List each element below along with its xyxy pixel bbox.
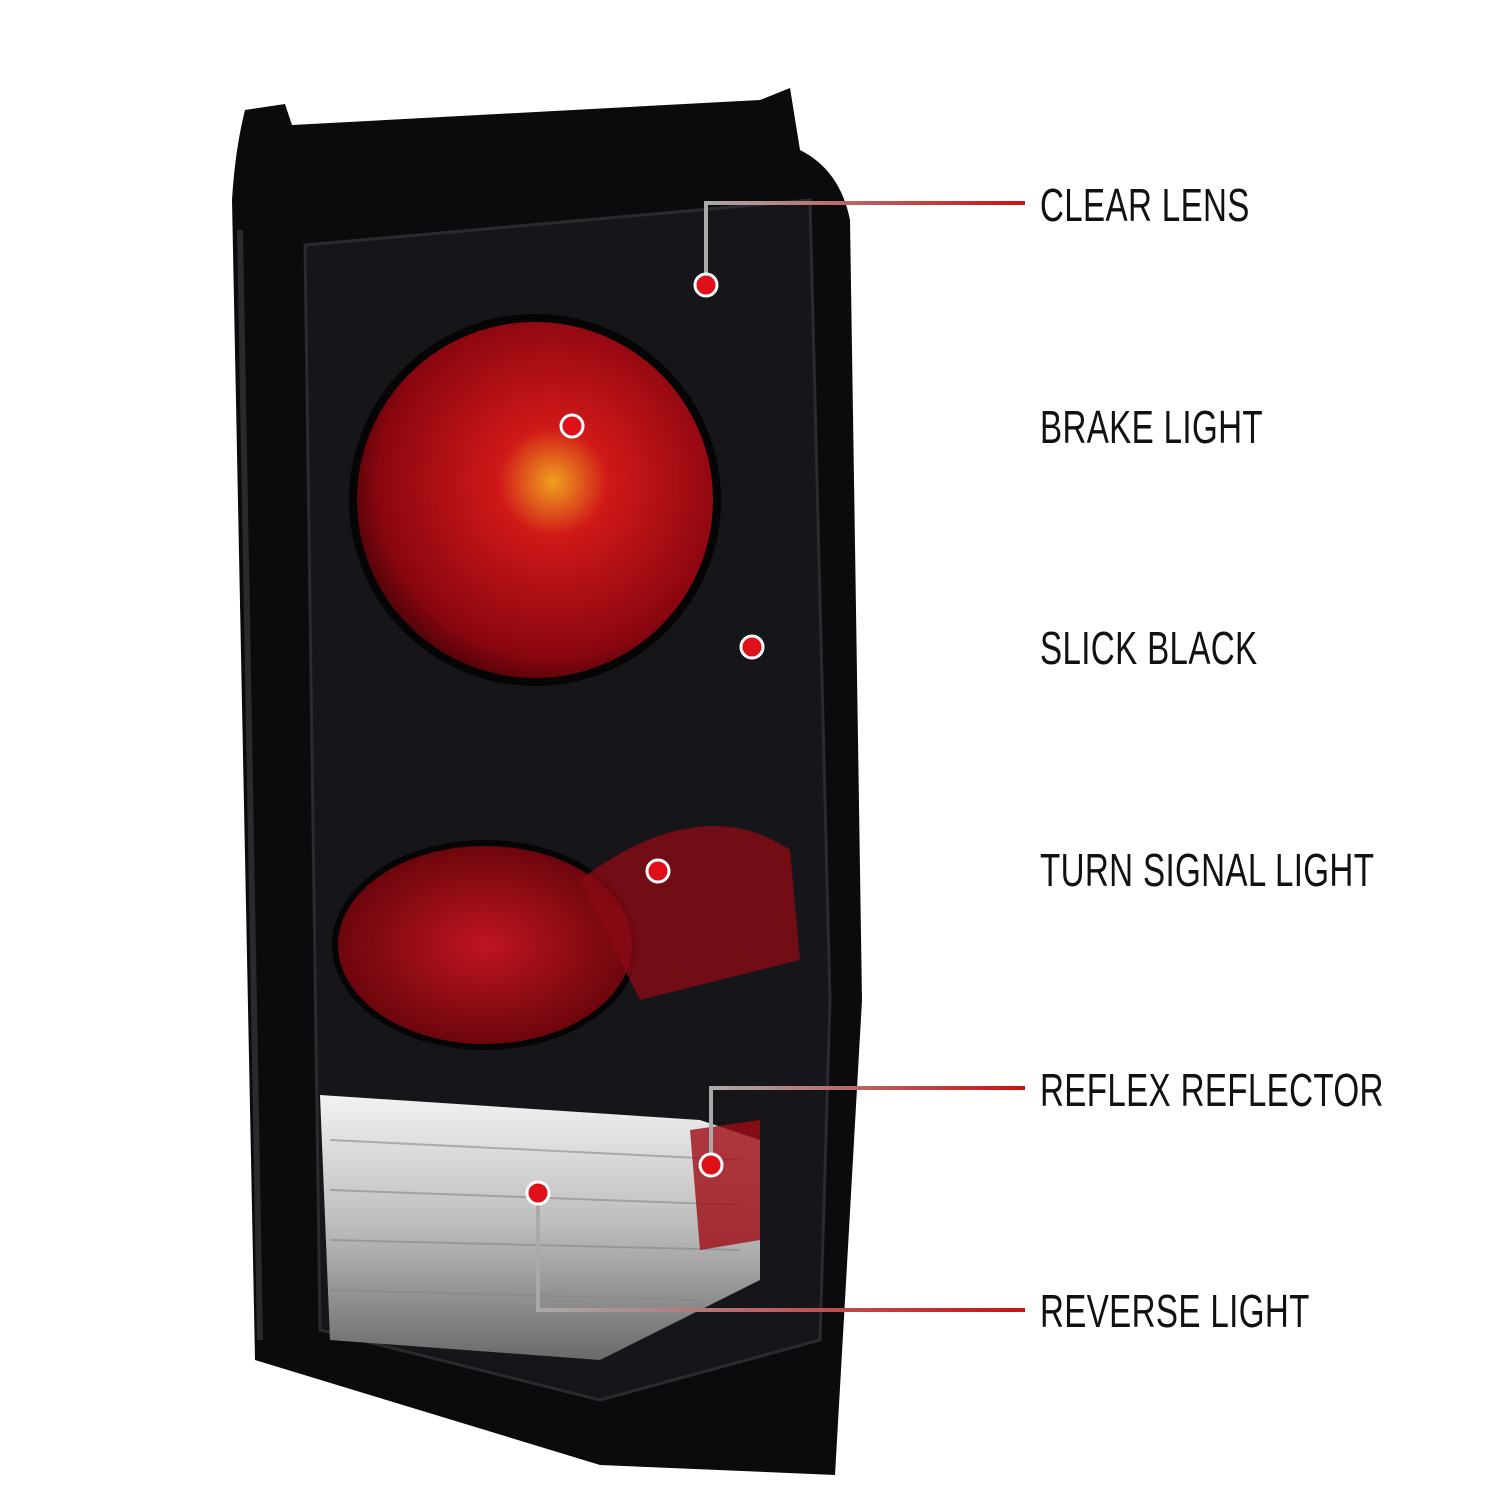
clear-lens-dot — [693, 272, 719, 298]
brake-lens — [349, 314, 721, 686]
callout-lines — [536, 201, 1025, 1312]
reflex-reflector-leader — [709, 1086, 1025, 1165]
reverse-light-dot — [525, 1180, 551, 1206]
label-turn-signal-light: TURN SIGNAL LIGHT — [1040, 844, 1375, 896]
turn-signal-dot — [645, 858, 671, 884]
brake-light-dot — [559, 413, 585, 439]
reflex-reflector-dot — [698, 1152, 724, 1178]
clear-lens-leader — [704, 201, 1025, 285]
label-clear-lens: CLEAR LENS — [1040, 179, 1250, 231]
label-reverse-light: REVERSE LIGHT — [1040, 1285, 1310, 1337]
label-reflex-reflector: REFLEX REFLECTOR — [1040, 1064, 1384, 1116]
slick-black-dot — [739, 634, 765, 660]
label-brake-light: BRAKE LIGHT — [1040, 401, 1263, 453]
reverse-light-leader — [536, 1193, 1025, 1312]
callout-dots — [525, 272, 765, 1206]
label-slick-black: SLICK BLACK — [1040, 622, 1258, 674]
